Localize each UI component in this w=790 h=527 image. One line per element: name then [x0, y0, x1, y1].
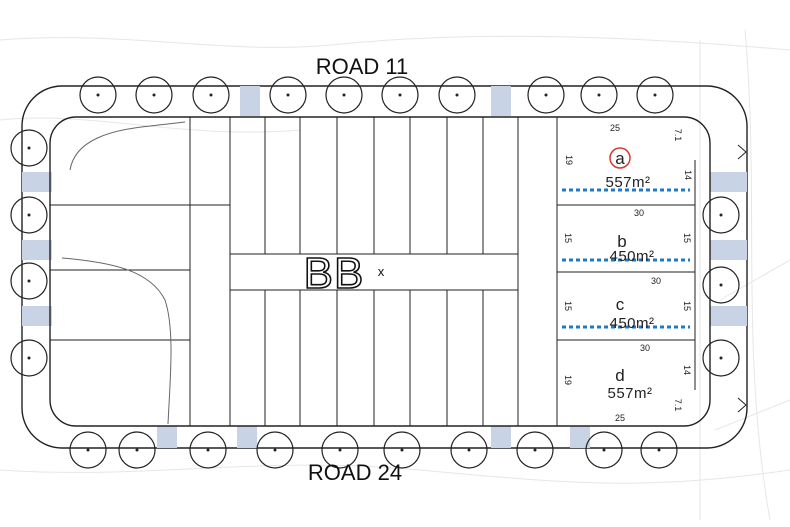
trees-bottom	[69, 431, 678, 469]
lot-a-dim-top: 25	[610, 123, 620, 133]
lot-c-area: 450m²	[609, 315, 654, 332]
crossing-bottom-1	[157, 426, 177, 448]
crossing-bottom-4	[570, 426, 590, 448]
lot-a-area: 557m²	[605, 174, 650, 191]
crossing-top-2	[491, 86, 511, 116]
road-label-bottom: ROAD 24	[308, 460, 402, 485]
lot-b-letter: b	[617, 232, 626, 251]
crossing-right-1	[710, 172, 747, 192]
lot-a-highlight-circle	[609, 147, 631, 169]
crossing-bottom-3	[491, 426, 511, 448]
crossing-left-1	[22, 172, 52, 192]
lot-lines	[50, 117, 696, 426]
block-label: BB	[304, 249, 365, 298]
lot-a-dim-right: 14	[683, 170, 693, 180]
lot-c-dim-bottom: 30	[640, 343, 650, 353]
lot-a-dim-bottom: 30	[634, 208, 644, 218]
corner-access-marks	[737, 144, 747, 413]
trees-top	[79, 76, 674, 114]
crossing-bands	[22, 86, 747, 448]
lot-b-dim-right: 15	[682, 233, 692, 243]
road-label-top: ROAD 11	[316, 54, 409, 79]
lot-c-letter: c	[616, 295, 625, 314]
lot-b-dim-bottom: 30	[651, 276, 661, 286]
crossing-bottom-2	[237, 426, 257, 448]
lot-dividers	[562, 188, 690, 329]
lot-b-area: 450m²	[609, 248, 654, 265]
lot-c-dim-right: 15	[682, 301, 692, 311]
lot-d-dim-corner: 7.1	[673, 399, 683, 412]
crossing-top-1	[240, 86, 260, 116]
trees-right	[702, 196, 740, 377]
crossing-right-3	[710, 306, 747, 326]
crossing-left-2	[22, 240, 52, 260]
lot-d-dim-left: 19	[563, 375, 573, 385]
lot-d-letter: d	[615, 366, 624, 385]
tree-centers	[27, 93, 723, 452]
terrain-curves	[61, 121, 186, 425]
lot-b-dim-left: 15	[563, 233, 573, 243]
contour-lines	[0, 29, 790, 521]
lot-d-area: 557m²	[607, 385, 652, 402]
lot-a-dim-left: 19	[564, 155, 574, 165]
crossing-right-2	[710, 240, 747, 260]
lot-a-letter: a	[615, 149, 625, 168]
lot-d-dim-bottom: 25	[615, 413, 625, 423]
lot-d-dim-right: 14	[682, 365, 692, 375]
block-marker: x	[378, 264, 385, 279]
crossing-left-3	[22, 306, 52, 326]
lot-c-dim-left: 15	[563, 301, 573, 311]
lot-a-dim-corner: 7.1	[673, 129, 683, 142]
trees-left	[10, 129, 48, 377]
